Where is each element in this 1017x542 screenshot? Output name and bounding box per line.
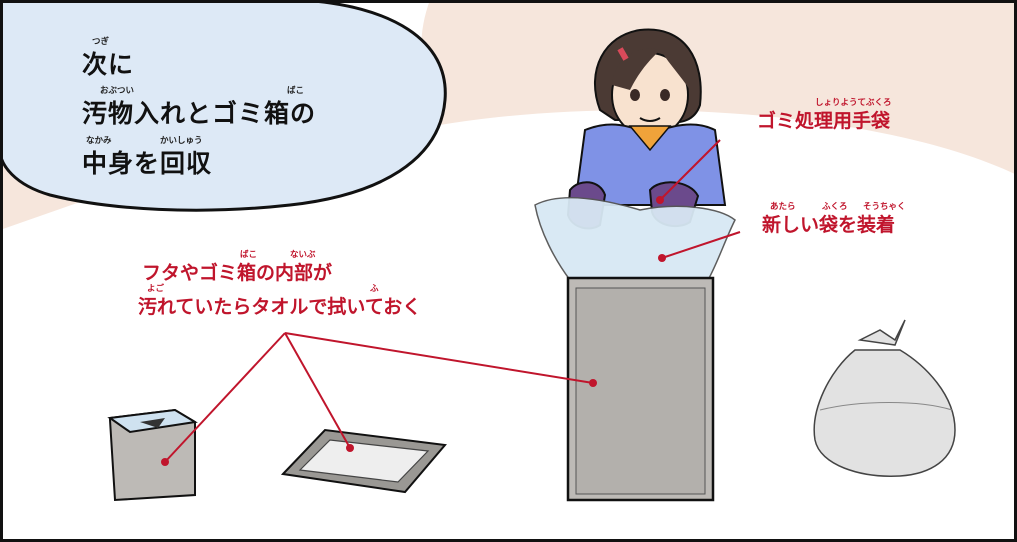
ruby-kaishuu: かいしゅう xyxy=(160,136,203,146)
new-bag-label: 新しい袋を装着 xyxy=(762,214,896,236)
ruby-fukuro: ふくろ xyxy=(822,202,848,212)
gloves-label: ゴミ処理用手袋 xyxy=(757,110,891,132)
wipe-label-line-1: フタやゴミ箱の内部が xyxy=(142,262,333,284)
large-trash-bin xyxy=(566,276,715,502)
annotation-lines xyxy=(164,139,741,463)
ruby-souchaku: そうちゃく xyxy=(863,202,906,212)
small-sanitary-bin xyxy=(107,408,198,502)
annotation-dots xyxy=(161,196,666,466)
ruby-yogo: よご xyxy=(147,284,165,294)
wipe-label-line-2: 汚れていたらタオルで拭いておく xyxy=(138,296,422,318)
ruby-tsugi: つぎ xyxy=(92,37,110,47)
plastic-bag-new xyxy=(534,196,736,281)
ruby-nakami: なかみ xyxy=(86,136,112,146)
tied-garbage-bag xyxy=(813,319,956,477)
ruby-atara: あたら xyxy=(770,202,796,212)
ruby-fu: ふ xyxy=(370,284,379,294)
caption-line-3: 中身を回収 xyxy=(82,149,213,178)
ruby-wipe-bako: ばこ xyxy=(240,250,258,260)
caption-line-1: 次に xyxy=(82,50,135,79)
ruby-obutsuire: おぶつい xyxy=(100,86,135,96)
ruby-gloves: しょりようてぶくろ xyxy=(815,98,892,108)
ruby-naibu: ないぶ xyxy=(290,250,316,260)
ruby-bako: ばこ xyxy=(287,86,305,96)
bin-lid-tray xyxy=(280,428,447,494)
worker-woman xyxy=(566,28,727,230)
speech-bubble xyxy=(0,0,447,212)
caption-line-2: 汚物入れとゴミ箱の xyxy=(82,99,317,128)
background-peach-area xyxy=(421,0,1017,175)
